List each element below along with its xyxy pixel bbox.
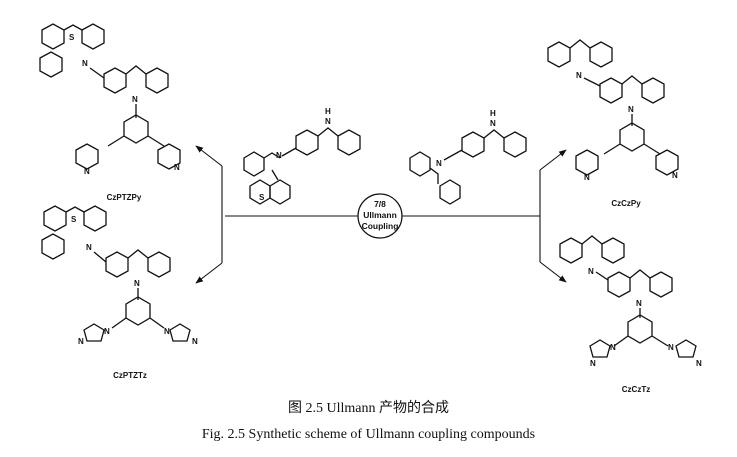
atom-n: N — [636, 299, 642, 308]
atom-h: H — [325, 107, 331, 116]
atom-n: N — [104, 327, 110, 336]
atom-n: N — [628, 105, 634, 114]
condition-line-2: Ullmann — [363, 210, 397, 220]
atom-n: N — [672, 171, 678, 180]
atom-n: N — [164, 327, 170, 336]
product-czcztz: N N N N N N CzCzTz — [559, 235, 702, 394]
atom-n: N — [78, 337, 84, 346]
compound-label-czptzpy: CzPTZPy — [107, 193, 142, 202]
atom-n: N — [696, 359, 702, 368]
reactant-ptz-cz: N S N H — [243, 107, 361, 205]
condition-line-3: Coupling — [362, 221, 399, 231]
atom-n: N — [325, 117, 331, 126]
compound-label-czcztz: CzCzTz — [622, 385, 650, 394]
reactant-cz-cz: N N H — [409, 109, 527, 205]
atom-s: S — [69, 33, 75, 42]
atom-n: N — [490, 119, 496, 128]
arrow-to-czptztz-head — [195, 262, 223, 284]
atom-n: N — [436, 159, 442, 168]
atom-n: N — [174, 163, 180, 172]
atom-n: N — [576, 71, 582, 80]
atom-n: N — [192, 337, 198, 346]
atom-n: N — [584, 173, 590, 182]
atom-n: N — [668, 343, 674, 352]
product-czczpy: N N N N CzCzPy — [547, 39, 679, 208]
atom-n: N — [84, 167, 90, 176]
product-czptztz: S N N N N N N CzPTZTz — [41, 205, 198, 380]
atom-s: S — [71, 215, 77, 224]
figure-caption-english: Fig. 2.5 Synthetic scheme of Ullmann cou… — [201, 427, 536, 442]
atom-n: N — [86, 243, 92, 252]
arrow-to-czptzpy-head — [195, 145, 223, 167]
condition-line-1: 7/8 — [374, 199, 386, 209]
arrow-to-czczpy-head — [539, 149, 567, 171]
reaction-condition-circle: 7/8 Ullmann Coupling — [357, 193, 403, 239]
atom-n: N — [134, 279, 140, 288]
atom-n: N — [590, 359, 596, 368]
atom-n: N — [82, 59, 88, 68]
atom-h: H — [490, 109, 496, 118]
figure-caption-chinese: 图 2.5 Ullmann 产物的合成 — [288, 401, 449, 416]
compound-label-czczpy: CzCzPy — [611, 199, 641, 208]
atom-n: N — [276, 151, 282, 160]
atom-n: N — [132, 95, 138, 104]
atom-n: N — [610, 343, 616, 352]
arrow-to-czcztz-head — [539, 261, 567, 283]
atom-s: S — [259, 193, 265, 202]
product-czptzpy: S N N N N CzPTZPy — [39, 23, 181, 202]
atom-n: N — [588, 267, 594, 276]
compound-label-czptztz: CzPTZTz — [113, 371, 147, 380]
